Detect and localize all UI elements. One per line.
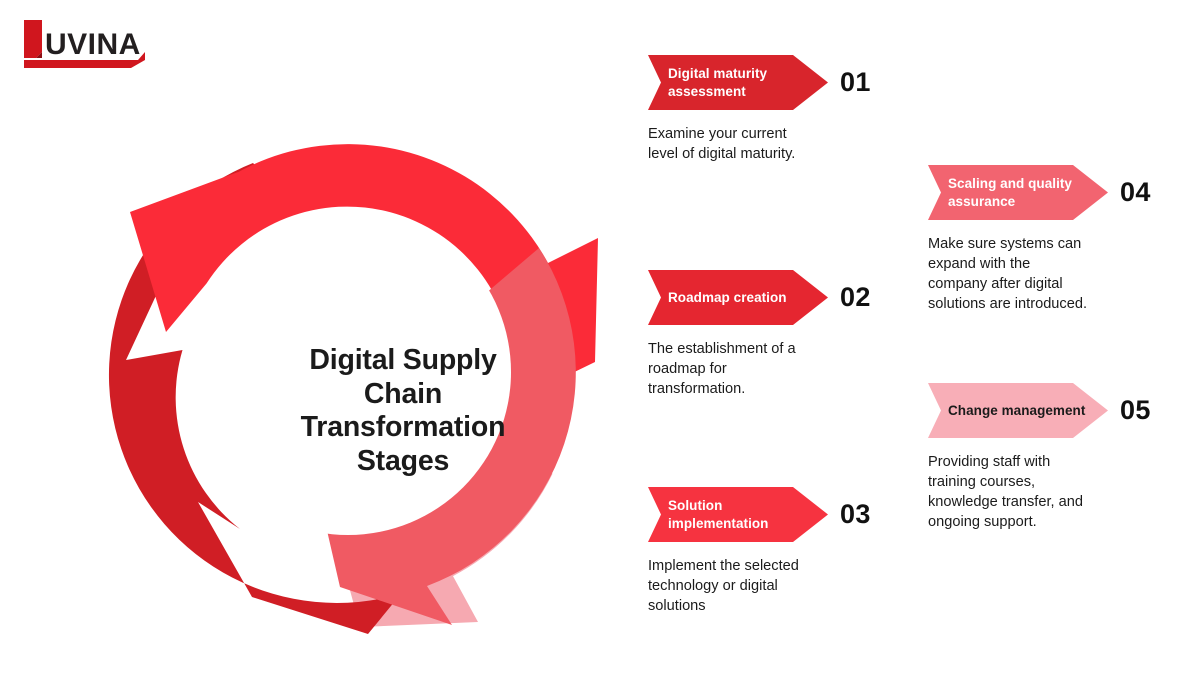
step-04-number: 04	[1120, 177, 1151, 207]
step-01-arrow[interactable]: Digital maturity assessment	[648, 55, 828, 110]
step-04: Scaling and quality assurance 04 Make su…	[928, 165, 1151, 315]
step-01-number: 01	[840, 67, 871, 97]
step-05-description: Providing staff with training courses, k…	[928, 454, 1083, 531]
step-04-arrow[interactable]: Scaling and quality assurance	[928, 165, 1108, 220]
ribbon-arrow-shape	[648, 55, 828, 110]
step-02-arrow-row: Roadmap creation 02	[648, 270, 871, 325]
ribbon-arrow-shape	[648, 487, 828, 542]
luvina-logo: UVINA	[14, 16, 194, 68]
step-05-number: 05	[1120, 395, 1151, 425]
step-04-arrow-row: Scaling and quality assurance 04	[928, 165, 1151, 220]
step-02-number: 02	[840, 282, 871, 312]
step-04-description: Make sure systems can expand with the co…	[928, 236, 1088, 313]
step-03-arrow-row: Solution implementation 03	[648, 487, 871, 542]
step-01-arrow-row: Digital maturity assessment 01	[648, 55, 871, 110]
step-02-arrow[interactable]: Roadmap creation	[648, 270, 828, 325]
step-03-description: Implement the selected technology or dig…	[648, 558, 799, 615]
cycle-segment-left	[108, 163, 401, 634]
step-02-description: The establishment of a roadmap for trans…	[648, 341, 796, 398]
step-05: Change management 05 Providing staff wit…	[928, 383, 1151, 533]
cycle-segment-top	[130, 144, 598, 414]
step-01-description: Examine your current level of digital ma…	[648, 126, 796, 163]
step-03-arrow[interactable]: Solution implementation	[648, 487, 828, 542]
logo-l-mark	[24, 20, 42, 58]
step-03: Solution implementation 03 Implement the…	[648, 487, 871, 616]
step-02: Roadmap creation 02 The establishment of…	[648, 270, 871, 399]
ribbon-arrow-shape	[928, 165, 1108, 220]
step-05-arrow[interactable]: Change management	[928, 383, 1108, 438]
cycle-diagram: Digital Supply Chain Transformation Stag…	[58, 92, 638, 652]
step-01: Digital maturity assessment 01 Examine y…	[648, 55, 871, 164]
step-03-number: 03	[840, 499, 871, 529]
logo-wordmark: UVINA	[45, 28, 141, 61]
cycle-inner-disc	[185, 209, 511, 535]
step-05-arrow-row: Change management 05	[928, 383, 1151, 438]
logo-underline-bar	[24, 52, 145, 68]
ribbon-arrow-shape	[928, 383, 1108, 438]
ribbon-arrow-shape	[648, 270, 828, 325]
